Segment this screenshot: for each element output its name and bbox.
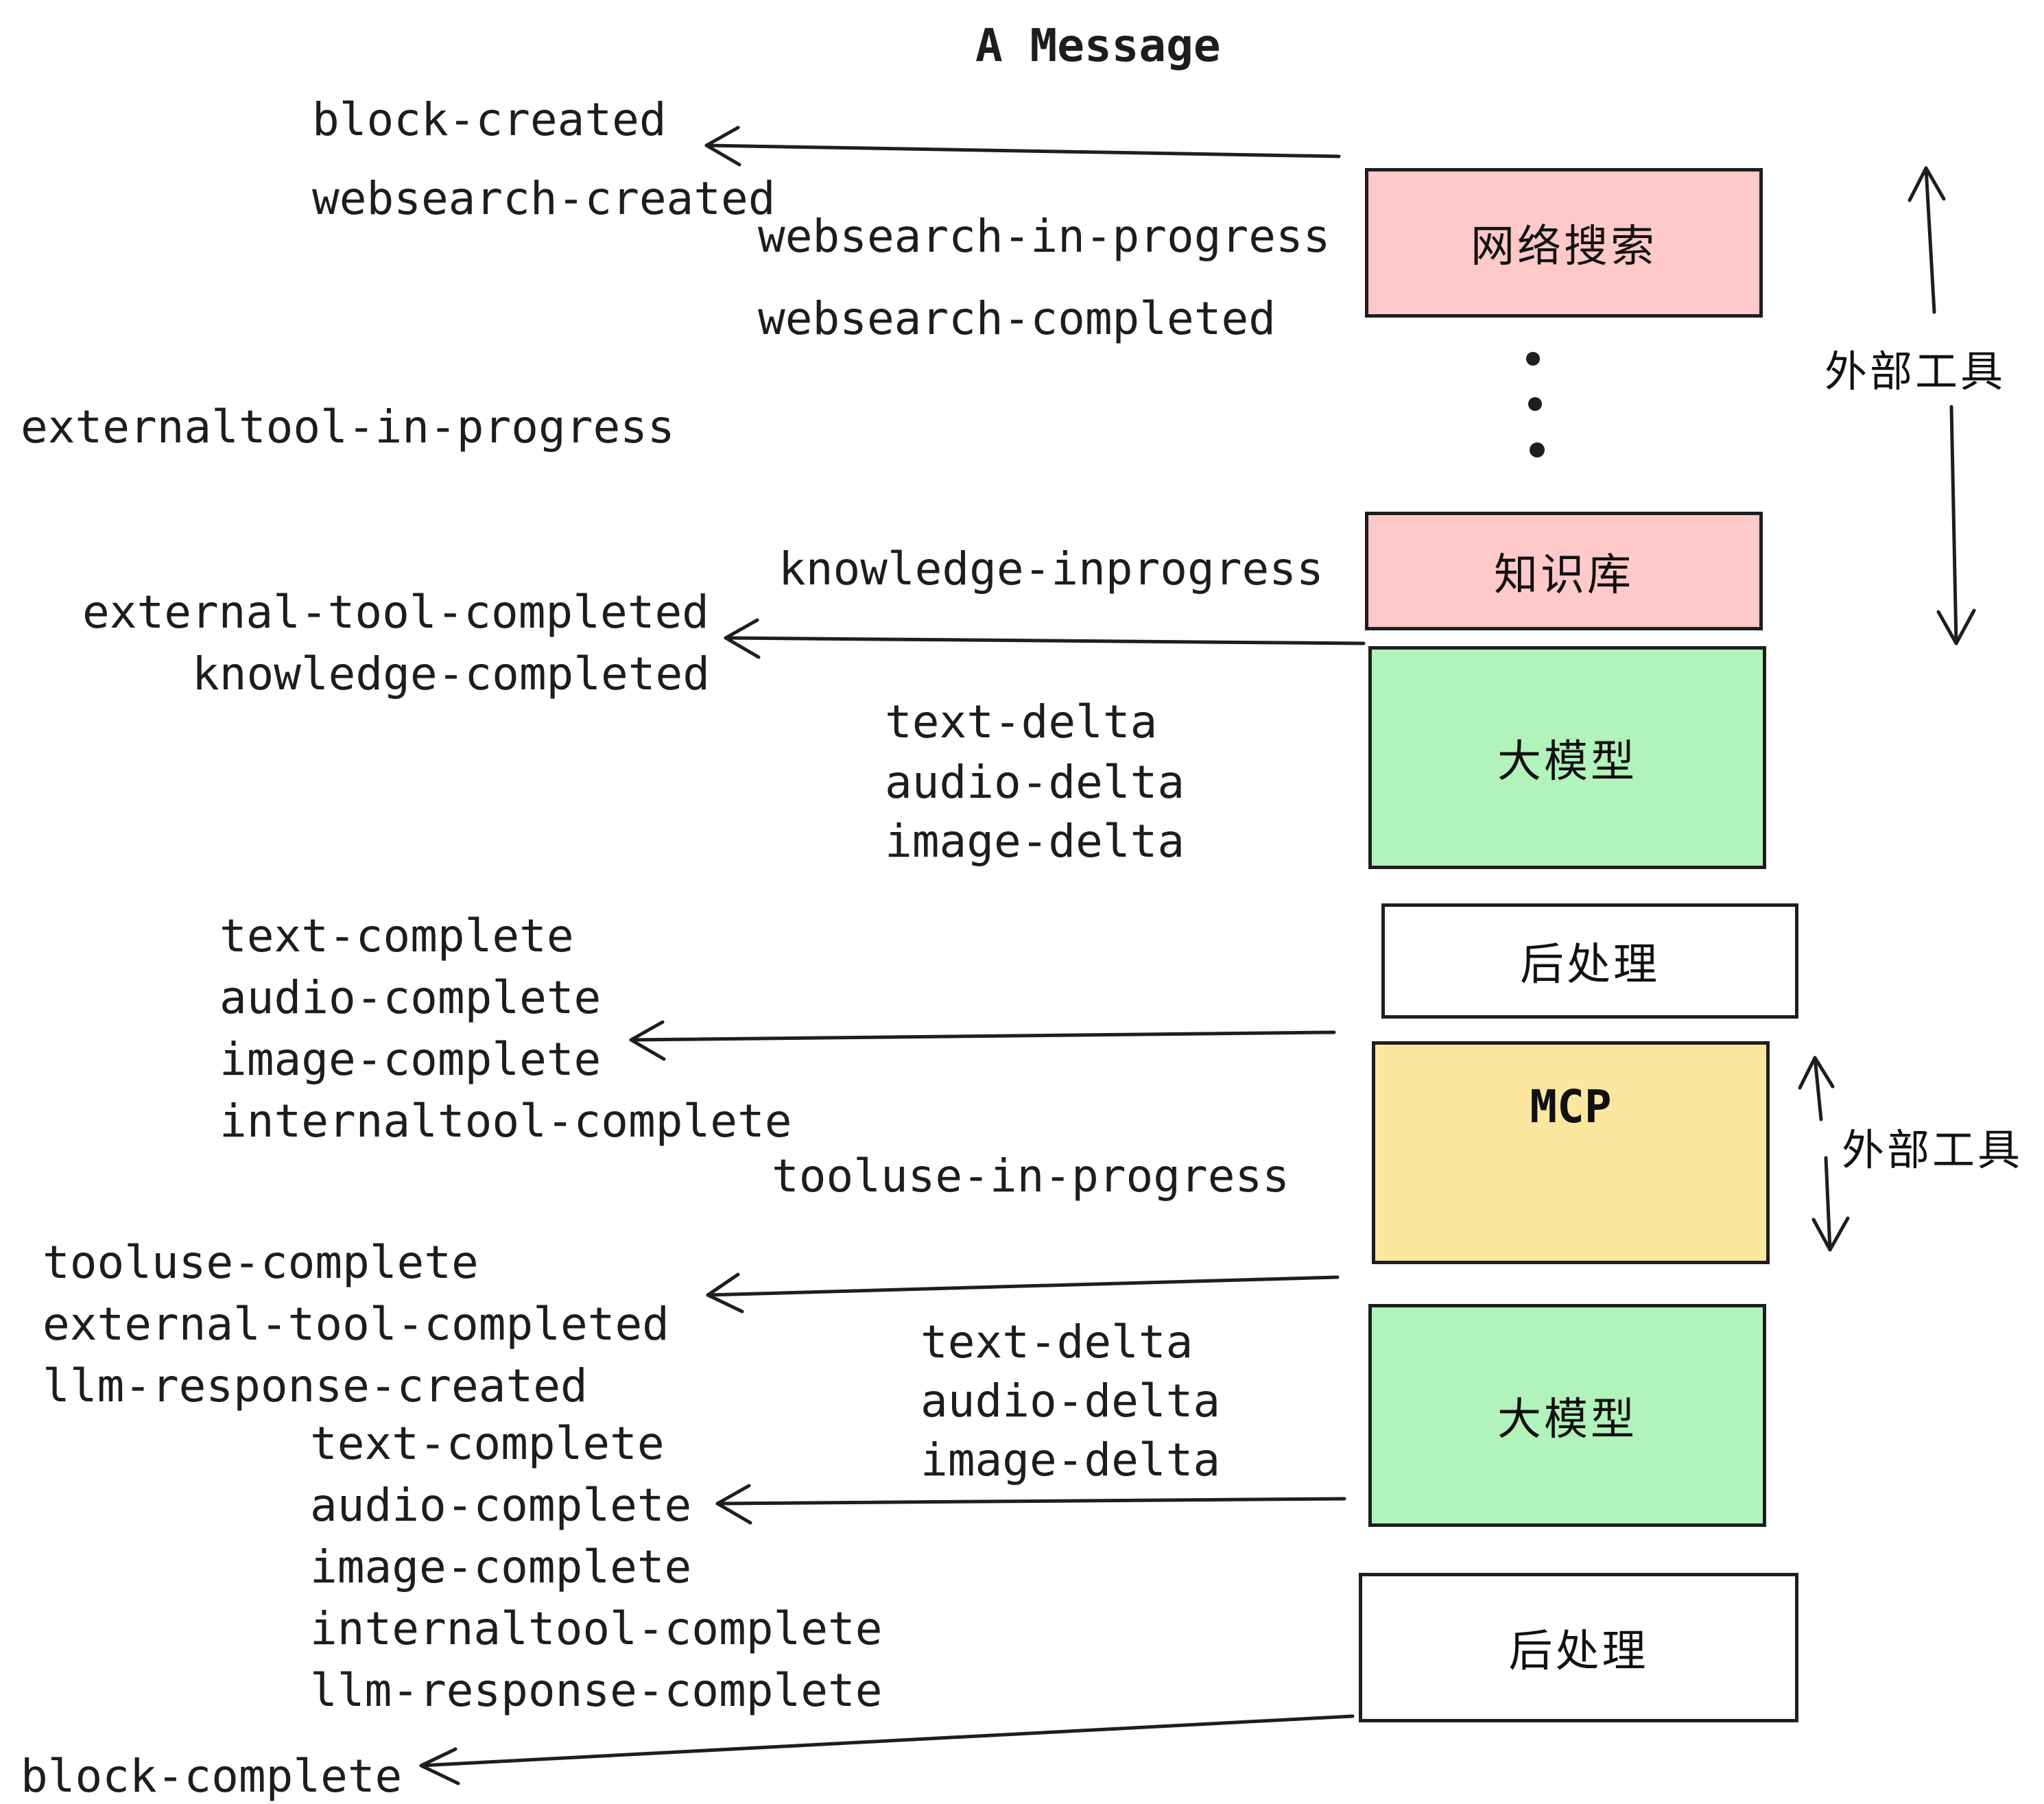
event-label-image-complete-1: image-complete (219, 1033, 602, 1086)
side-label-external-tools-mid: 外部工具 (1842, 1125, 2023, 1175)
event-label-audio-complete-1: audio-complete (219, 971, 602, 1024)
node-knowledge: 知识库 (1365, 512, 1763, 630)
side-label-external-tools-top: 外部工具 (1825, 346, 2006, 396)
node-llm-2: 大模型 (1368, 1304, 1766, 1527)
bracket-external-tools-top (1908, 166, 1976, 645)
bracket-external-tools-mid (1798, 1056, 1850, 1252)
event-label-knowledge-inprogress: knowledge-inprogress (779, 543, 1324, 595)
event-label-external-tool-completed-2: external-tool-completed (43, 1298, 669, 1351)
arrow-to-image-complete (629, 1020, 1336, 1061)
event-label-external-tool-completed: external-tool-completed (82, 586, 709, 639)
event-label-text-complete-1: text-complete (219, 910, 574, 962)
event-label-websearch-created: websearch-created (312, 172, 776, 225)
arrow-to-block-complete (419, 1714, 1355, 1785)
event-label-knowledge-completed: knowledge-completed (192, 648, 710, 700)
diagram-title: A Message (975, 19, 1221, 72)
node-llm-1: 大模型 (1368, 646, 1766, 869)
event-label-tooluse-in-progress: tooluse-in-progress (772, 1150, 1290, 1202)
arrow-to-external-tool-completed (706, 1272, 1340, 1314)
node-postprocess-2: 后处理 (1359, 1573, 1798, 1722)
vertical-ellipsis-dot (1530, 442, 1545, 458)
event-label-text-delta-2: text-delta (920, 1316, 1193, 1368)
event-label-text-delta-1: text-delta (885, 696, 1158, 748)
arrow-to-knowledge-completed (724, 618, 1366, 659)
node-knowledge-label: 知识库 (1494, 549, 1634, 601)
event-label-internaltool-complete-1: internaltool-complete (219, 1095, 792, 1148)
event-label-image-complete-2: image-complete (310, 1541, 692, 1593)
node-mcp: MCP (1372, 1041, 1770, 1264)
event-label-websearch-in-progress: websearch-in-progress (758, 210, 1331, 263)
node-websearch: 网络搜索 (1365, 168, 1763, 318)
event-label-externaltool-in-progress: externaltool-in-progress (21, 401, 675, 453)
node-websearch-label: 网络搜索 (1471, 222, 1657, 272)
event-label-internaltool-complete-2: internaltool-complete (310, 1602, 883, 1655)
node-postprocess-1: 后处理 (1381, 903, 1798, 1019)
event-label-image-delta-1: image-delta (885, 815, 1185, 868)
event-label-tooluse-complete: tooluse-complete (43, 1236, 479, 1289)
vertical-ellipsis-dot (1526, 352, 1540, 366)
node-llm-2-label: 大模型 (1497, 1394, 1637, 1445)
event-label-llm-response-complete: llm-response-complete (310, 1664, 883, 1717)
arrow-to-audio-complete (715, 1484, 1346, 1525)
event-label-audio-delta-2: audio-delta (920, 1375, 1221, 1427)
node-mcp-label: MCP (1530, 1080, 1612, 1133)
vertical-ellipsis-dot (1528, 397, 1542, 411)
event-label-text-complete-2: text-complete (310, 1417, 665, 1470)
event-label-block-complete: block-complete (21, 1750, 403, 1803)
event-label-llm-response-created: llm-response-created (43, 1360, 588, 1412)
vertical-ellipsis-icon (1526, 352, 1545, 458)
node-postprocess-1-label: 后处理 (1520, 940, 1660, 990)
event-label-audio-complete-2: audio-complete (310, 1479, 692, 1532)
event-label-websearch-completed: websearch-completed (758, 292, 1276, 345)
event-label-block-created: block-created (312, 93, 667, 146)
node-llm-1-label: 大模型 (1497, 736, 1637, 787)
event-label-audio-delta-1: audio-delta (885, 756, 1185, 809)
event-label-image-delta-2: image-delta (920, 1434, 1221, 1486)
arrow-to-block-created (704, 126, 1341, 167)
node-postprocess-2-label: 后处理 (1508, 1626, 1649, 1677)
